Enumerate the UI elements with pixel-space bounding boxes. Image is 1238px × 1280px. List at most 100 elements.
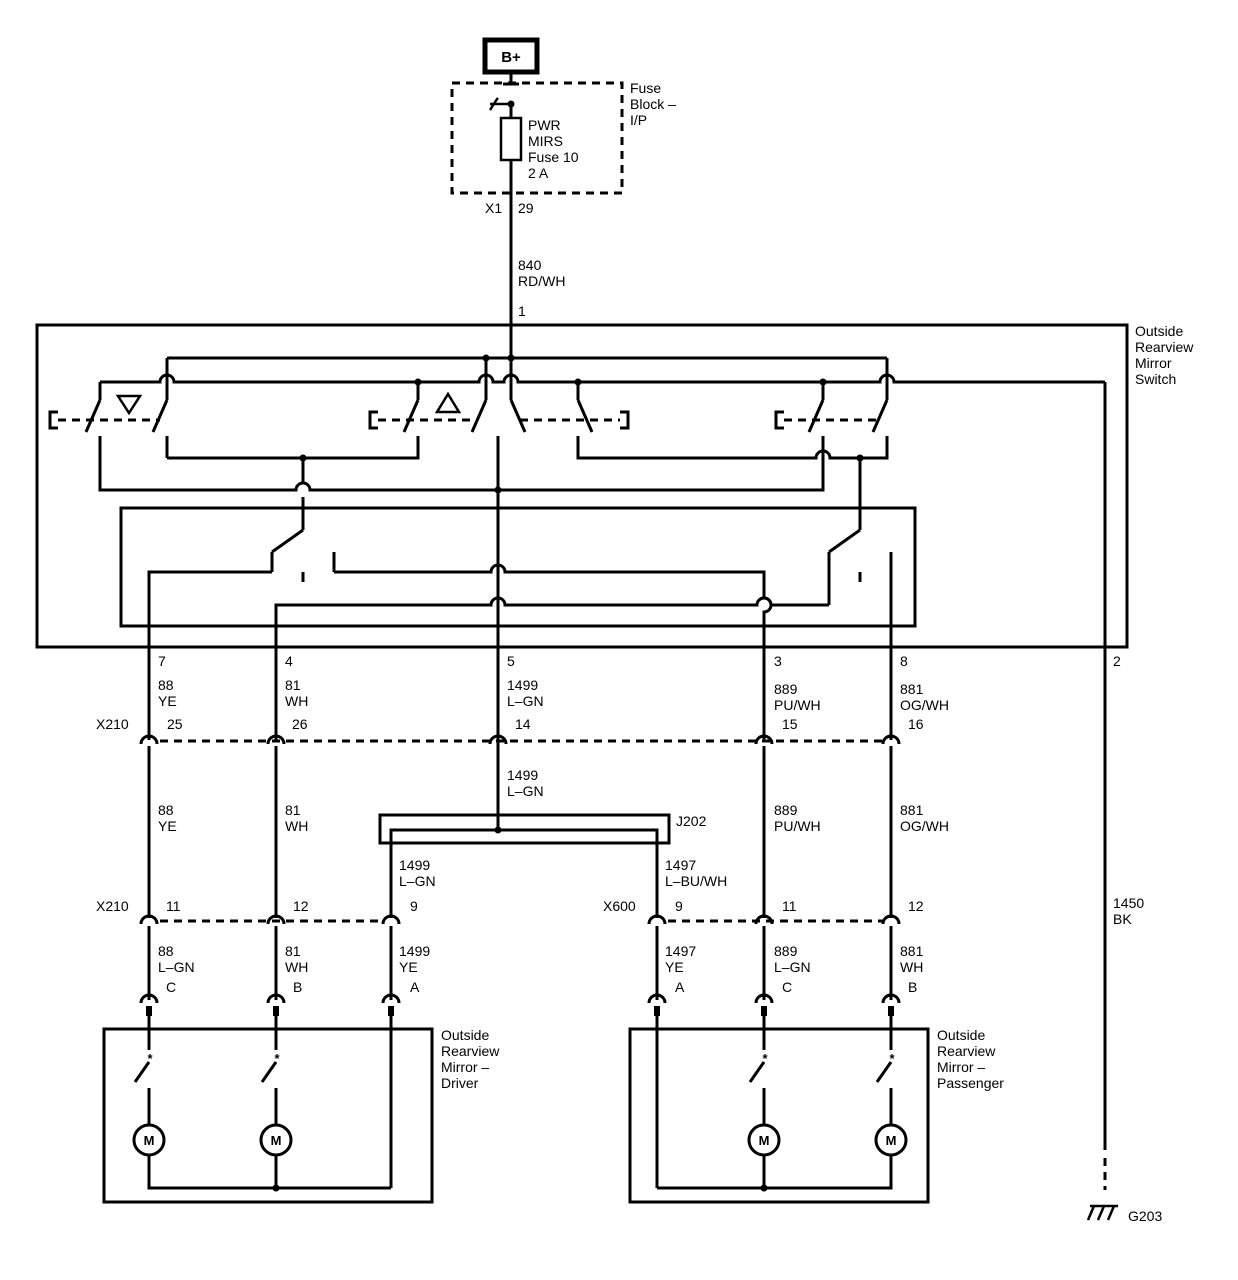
- x210-upper-name: X210: [96, 716, 129, 732]
- svg-text:25: 25: [167, 716, 183, 732]
- arrow-down-icon: [115, 394, 143, 416]
- svg-text:Outside: Outside: [937, 1027, 985, 1043]
- x210-upper-terminals: [139, 734, 901, 745]
- fuse-connector-pin: 29: [518, 200, 534, 216]
- fuse-symbol: [499, 116, 523, 162]
- splice-out-labels: 1499 L–GN 1497 L–BU/WH: [399, 857, 727, 889]
- svg-text:Switch: Switch: [1135, 371, 1176, 387]
- svg-text:Mirror –: Mirror –: [937, 1059, 985, 1075]
- svg-text:OG/WH: OG/WH: [900, 697, 949, 713]
- svg-text:12: 12: [908, 898, 924, 914]
- passenger-mirror-label: Outside Rearview Mirror – Passenger: [937, 1027, 1004, 1091]
- svg-text:889: 889: [774, 943, 798, 959]
- svg-text:15: 15: [782, 716, 798, 732]
- switch-pin-8: 8: [900, 653, 908, 669]
- fuse-block-outline: [450, 81, 624, 195]
- svg-text:26: 26: [292, 716, 308, 732]
- svg-text:Rearview: Rearview: [441, 1043, 500, 1059]
- x600-pins: 9 11 12: [675, 898, 924, 914]
- svg-text:L–GN: L–GN: [158, 959, 195, 975]
- svg-text:L–GN: L–GN: [399, 873, 436, 889]
- svg-text:WH: WH: [285, 693, 308, 709]
- svg-text:B: B: [908, 979, 917, 995]
- svg-text:Mirror: Mirror: [1135, 355, 1172, 371]
- switch-pin-2: 2: [1113, 653, 1121, 669]
- switch-pin-1: 1: [518, 303, 526, 319]
- svg-text:Passenger: Passenger: [937, 1075, 1004, 1091]
- svg-text:PWR: PWR: [528, 117, 561, 133]
- svg-text:81: 81: [285, 677, 301, 693]
- svg-text:Fuse: Fuse: [630, 80, 661, 96]
- svg-text:889: 889: [774, 802, 798, 818]
- svg-text:YE: YE: [158, 818, 177, 834]
- switch-selector-box: [119, 506, 917, 628]
- mirror-connector-terminals: [139, 993, 901, 1016]
- driver-mirror-label: Outside Rearview Mirror – Driver: [441, 1027, 500, 1091]
- driver-mirror-box: [102, 1027, 434, 1204]
- svg-text:881: 881: [900, 943, 924, 959]
- x210-upper-pins: 25 26 14 15 16: [167, 716, 924, 732]
- svg-text:WH: WH: [285, 818, 308, 834]
- svg-text:88: 88: [158, 943, 174, 959]
- wire-840-circuit: 840: [518, 257, 542, 273]
- svg-text:L–GN: L–GN: [507, 783, 544, 799]
- fuse-connector-name: X1: [485, 200, 502, 216]
- passenger-motor-1-label: M: [759, 1133, 770, 1148]
- svg-text:9: 9: [410, 898, 418, 914]
- wire-840-color: RD/WH: [518, 273, 565, 289]
- svg-text:YE: YE: [158, 693, 177, 709]
- fuse-block-label: Fuse Block – I/P: [630, 80, 676, 128]
- driver-switch-1-marker: *: [147, 1051, 153, 1066]
- svg-text:YE: YE: [665, 959, 684, 975]
- svg-text:Outside: Outside: [1135, 323, 1183, 339]
- svg-text:B: B: [293, 979, 302, 995]
- x210-lower-pins: 11 12 9: [166, 898, 418, 914]
- mid-wire-labels: 88 YE 81 WH 1499 L–GN 889 PU/WH 881 OG/W…: [158, 767, 949, 834]
- svg-text:YE: YE: [399, 959, 418, 975]
- svg-text:88: 88: [158, 802, 174, 818]
- svg-text:A: A: [410, 979, 420, 995]
- switch-pin-7: 7: [158, 653, 166, 669]
- svg-text:12: 12: [293, 898, 309, 914]
- switch-pin-4: 4: [285, 653, 293, 669]
- svg-text:C: C: [782, 979, 792, 995]
- x600-name: X600: [603, 898, 636, 914]
- svg-text:2 A: 2 A: [528, 165, 549, 181]
- svg-text:11: 11: [782, 898, 797, 914]
- lower-connector-terminals: [139, 914, 901, 925]
- svg-text:11: 11: [166, 898, 181, 914]
- mirror-switch-box: [35, 323, 1129, 649]
- passenger-mirror-box: [628, 1027, 930, 1204]
- svg-text:A: A: [675, 979, 685, 995]
- svg-text:1499: 1499: [507, 677, 538, 693]
- ground-name: G203: [1128, 1208, 1162, 1224]
- svg-text:1499: 1499: [399, 857, 430, 873]
- svg-text:Block –: Block –: [630, 96, 676, 112]
- svg-text:L–BU/WH: L–BU/WH: [665, 873, 727, 889]
- upper-wire-labels: 88 YE 81 WH 1499 L–GN 889 PU/WH 881 OG/W…: [158, 677, 949, 713]
- svg-text:1499: 1499: [399, 943, 430, 959]
- svg-text:889: 889: [774, 681, 798, 697]
- svg-text:Rearview: Rearview: [937, 1043, 996, 1059]
- svg-text:L–GN: L–GN: [774, 959, 811, 975]
- ground-wire-color: BK: [1113, 911, 1132, 927]
- svg-text:Rearview: Rearview: [1135, 339, 1194, 355]
- svg-text:81: 81: [285, 802, 301, 818]
- svg-text:88: 88: [158, 677, 174, 693]
- passenger-motor-2-label: M: [886, 1133, 897, 1148]
- driver-motor-1-label: M: [144, 1133, 155, 1148]
- ground-symbol: [1086, 1204, 1118, 1221]
- splice-j202: [378, 813, 671, 845]
- mirror-switch-label: Outside Rearview Mirror Switch: [1135, 323, 1194, 387]
- svg-text:14: 14: [515, 716, 531, 732]
- svg-text:1497: 1497: [665, 943, 696, 959]
- svg-text:PU/WH: PU/WH: [774, 818, 821, 834]
- svg-text:C: C: [166, 979, 176, 995]
- x210-lower-name: X210: [96, 898, 129, 914]
- passenger-switch-1-marker: *: [762, 1051, 768, 1066]
- battery-label: B+: [501, 49, 521, 66]
- svg-text:16: 16: [908, 716, 924, 732]
- svg-text:Driver: Driver: [441, 1075, 479, 1091]
- svg-text:I/P: I/P: [630, 112, 647, 128]
